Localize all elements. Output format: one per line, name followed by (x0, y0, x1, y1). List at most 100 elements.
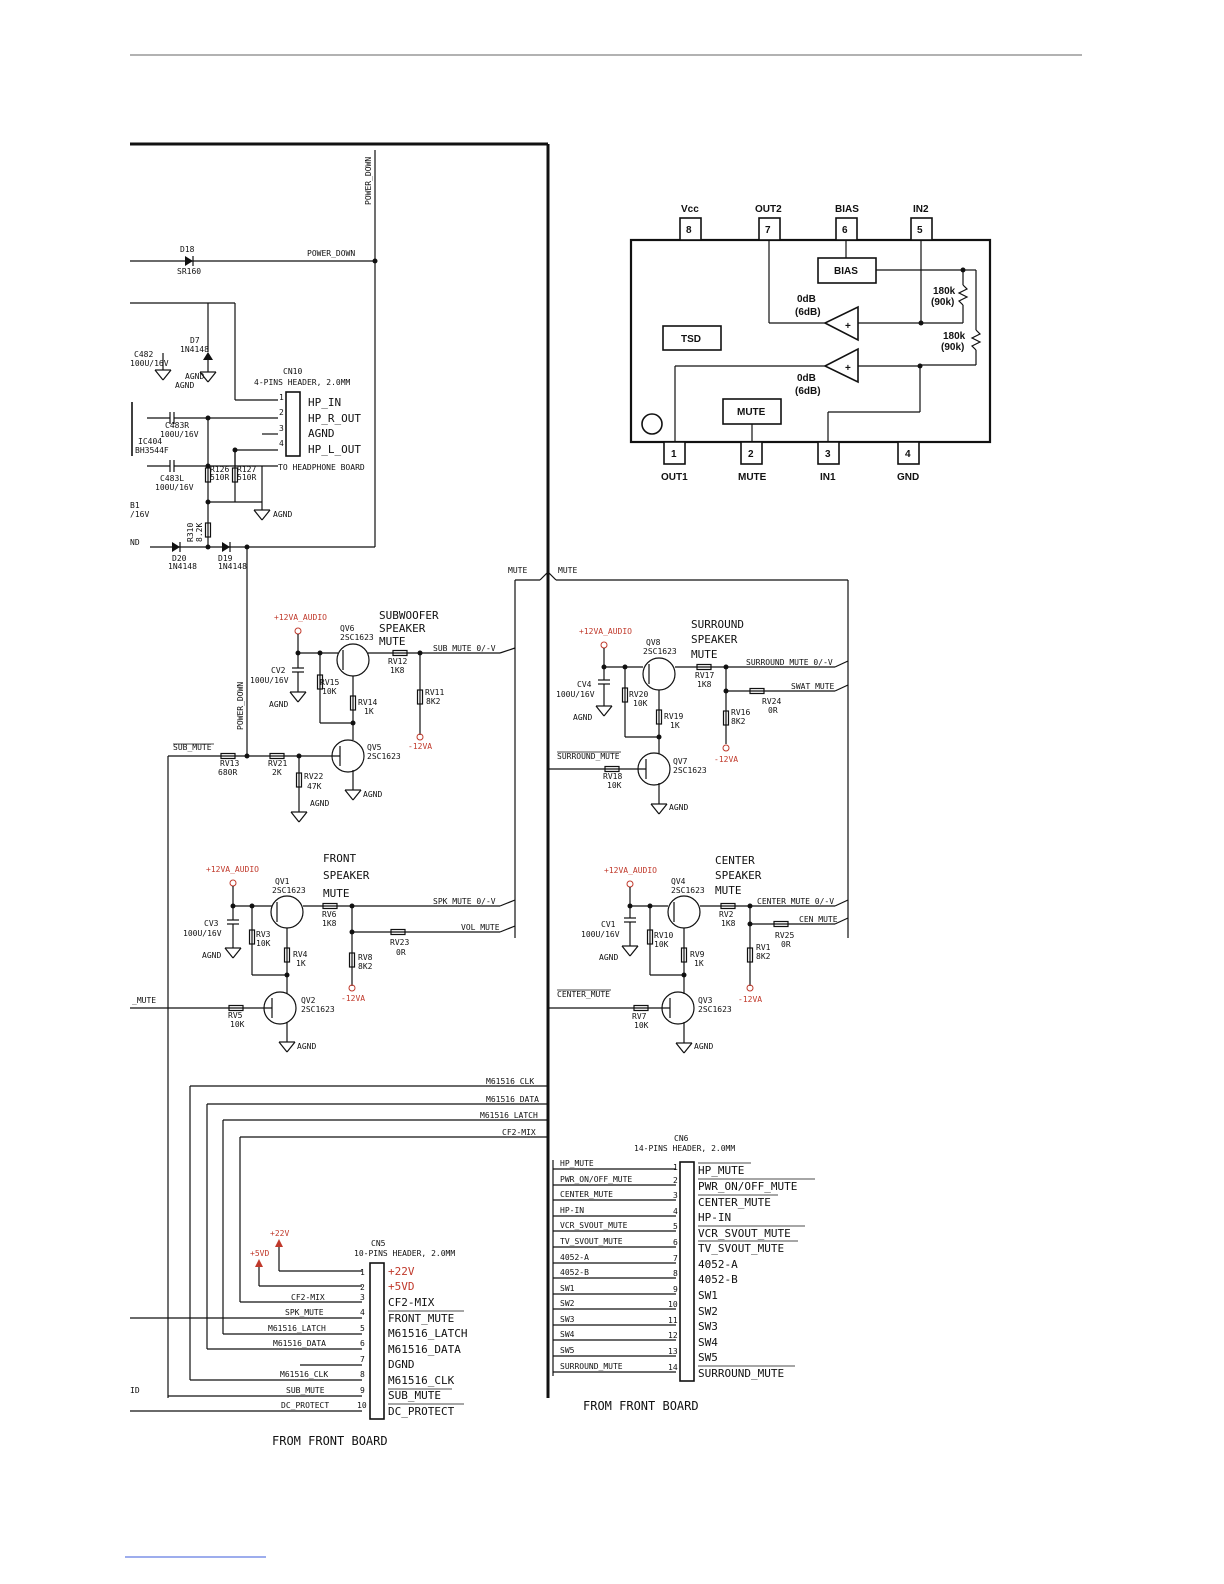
b1-value: /16V (130, 510, 149, 519)
cn5-pin10-num: 10 (357, 1401, 367, 1410)
ic-r2-b: (90k) (941, 342, 964, 353)
cn10-name: CN10 (283, 367, 302, 376)
cn5-net-9: SUB_MUTE (286, 1386, 325, 1395)
agnd-front-1: AGND (202, 951, 221, 960)
net-vol-mute: VOL_MUTE (461, 923, 500, 932)
cn6-net-6: TV_SVOUT_MUTE (560, 1237, 623, 1246)
c483r-label: C483R (165, 421, 189, 430)
qv7-value: 2SC1623 (673, 766, 707, 775)
cn5-5vd-supply: +5VD (250, 1249, 269, 1258)
r126-value: 510R (210, 473, 229, 482)
sub-v12: +12VA_AUDIO (274, 613, 327, 622)
net-surround-mute-ov: SURROUND_MUTE_0/-V (746, 658, 833, 667)
rv6-value: 1K8 (322, 919, 337, 928)
ic-pin2-label: MUTE (738, 472, 767, 483)
cn6-pin-4052a: 4052-A (698, 1258, 738, 1271)
agnd-surr-2: AGND (669, 803, 688, 812)
agnd-label-3: AGND (273, 510, 292, 519)
rv24-label: RV24 (762, 697, 781, 706)
rv3-value: 10K (256, 939, 271, 948)
agnd-front-2: AGND (297, 1042, 316, 1051)
agnd-sub-2: AGND (363, 790, 382, 799)
d20-label: D20 (172, 554, 187, 563)
cn5-net-4: SPK_MUTE (285, 1308, 324, 1317)
cn6-pin-sw5: SW5 (698, 1351, 718, 1364)
cn6-net-2: PWR_ON/OFF_MUTE (560, 1175, 632, 1184)
rv8-label: RV8 (358, 953, 373, 962)
cn5-pin3-num: 3 (360, 1293, 365, 1302)
net-cen-mute: CEN_MUTE (799, 915, 838, 924)
rv19-label: RV19 (664, 712, 683, 721)
ic-gain1-a: 0dB (797, 373, 816, 384)
rv12-label: RV12 (388, 657, 407, 666)
front-v12: +12VA_AUDIO (206, 865, 259, 874)
cn6-pin2-num: 2 (673, 1176, 678, 1185)
cn6-net-3: CENTER_MUTE (560, 1190, 613, 1199)
r127-label: R127 (237, 465, 256, 474)
rv25-value: 0R (781, 940, 791, 949)
sub-vneg12: -12VA (408, 742, 432, 751)
center-v12: +12VA_AUDIO (604, 866, 657, 875)
qv8-transistor (642, 657, 676, 691)
qv5-label: QV5 (367, 743, 382, 752)
cn5-net-8: M61516_CLK (280, 1370, 328, 1379)
cn6-net-14: SURROUND_MUTE (560, 1362, 623, 1371)
sub-title-1: SUBWOOFER (379, 609, 439, 622)
ic-pin7-label: OUT2 (755, 204, 782, 215)
ic-gain2-b: (6dB) (795, 307, 821, 318)
net-power-down-top: POWER_DOWN (364, 157, 373, 205)
ic-pin8-label: Vcc (681, 204, 699, 215)
agnd-sub-3: AGND (310, 799, 329, 808)
net-power-down: POWER_DOWN (307, 249, 355, 258)
b1-label: B1 (130, 501, 140, 510)
rv21-value: 2K (272, 768, 282, 777)
net-center-mute-ov: CENTER_MUTE_0/-V (757, 897, 834, 906)
nd-label: ND (130, 538, 140, 547)
cn5-pin-front-mute: FRONT_MUTE (388, 1312, 454, 1325)
ic-r1-a: 180k (933, 286, 956, 297)
left-mute-fragment: _MUTE (132, 996, 156, 1005)
cn5-pin-22v: +22V (388, 1265, 415, 1278)
rv23-value: 0R (396, 948, 406, 957)
cn6-pin-surround-mute: SURROUND_MUTE (698, 1367, 784, 1380)
ic-pin7-num: 7 (765, 225, 771, 236)
cv1-label: CV1 (601, 920, 616, 929)
rv16-label: RV16 (731, 708, 750, 717)
qv1-value: 2SC1623 (272, 886, 306, 895)
center-title-3: MUTE (715, 884, 742, 897)
rv10-label: RV10 (654, 931, 673, 940)
rv22-value: 47K (307, 782, 322, 791)
center-title-1: CENTER (715, 854, 755, 867)
net-mute-left: MUTE (508, 566, 527, 575)
rv14-label: RV14 (358, 698, 377, 707)
cn5-net-5: M61516_LATCH (268, 1324, 326, 1333)
rv21-label: RV21 (268, 759, 287, 768)
cn6-pin-hp-in: HP-IN (698, 1211, 731, 1224)
ic-pin5-label: IN2 (913, 204, 929, 215)
ic-pin2-num: 2 (748, 449, 754, 460)
net-clk: M61516_CLK (486, 1077, 534, 1086)
rv8-value: 8K2 (358, 962, 373, 971)
cn6-pin-4052b: 4052-B (698, 1273, 738, 1286)
cn5-pin2-num: 2 (360, 1283, 365, 1292)
ic404-value: BH3544F (135, 446, 169, 455)
ic-amp1-plus: + (845, 363, 851, 374)
cn10-desc: 4-PINS HEADER, 2.0MM (254, 378, 351, 387)
ic-pin1-num: 1 (671, 449, 677, 460)
cn5-pin-dc-protect: DC_PROTECT (388, 1405, 455, 1418)
rv20-value: 10K (633, 699, 648, 708)
rv22-label: RV22 (304, 772, 323, 781)
cn6-name: CN6 (674, 1134, 689, 1143)
rv9-value: 1K (694, 959, 704, 968)
cn5-desc: 10-PINS HEADER, 2.0MM (354, 1249, 455, 1258)
net-center-mute: CENTER_MUTE (557, 990, 610, 999)
center-vneg12: -12VA (738, 995, 762, 1004)
cn6-pin13-num: 13 (668, 1347, 678, 1356)
rv15-label: RV15 (320, 678, 339, 687)
cn5-pin6-num: 6 (360, 1339, 365, 1348)
cn6-net-12: SW4 (560, 1330, 575, 1339)
cn6-pin-vcr-svout: VCR_SVOUT_MUTE (698, 1227, 791, 1240)
rv7-label: RV7 (632, 1012, 647, 1021)
cn5-net-10: DC_PROTECT (281, 1401, 329, 1410)
